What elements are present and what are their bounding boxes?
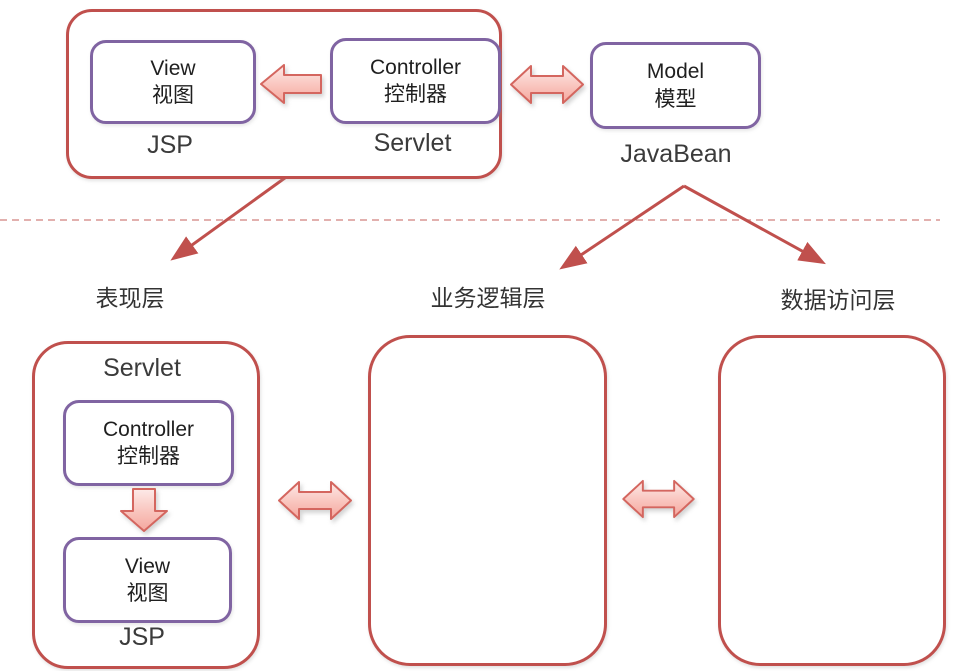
javabean-caption: JavaBean: [620, 140, 732, 168]
model-box-title: Model: [646, 60, 705, 84]
view-box: View 视图: [90, 40, 256, 124]
arrow-mvc-to-presentation-tier: [170, 173, 290, 261]
model-box: Model 模型: [590, 42, 761, 129]
controller-box-title: Controller: [369, 55, 462, 79]
presentation-tier-label: 表现层: [95, 285, 165, 311]
down-block-arrow-icon: [120, 488, 168, 532]
controller-box: Controller 控制器: [330, 38, 501, 124]
jsp-caption-bottom: JSP: [119, 623, 165, 651]
controller-box-bottom-title: Controller: [102, 417, 195, 441]
view-box-title: View: [150, 56, 196, 80]
controller-box-bottom-subtitle: 控制器: [117, 445, 180, 468]
double-arrow-bottom-left-icon: [278, 481, 352, 520]
servlet-caption-top: Servlet: [373, 129, 452, 157]
view-box-bottom-title: View: [124, 554, 171, 578]
jsp-caption-top: JSP: [147, 131, 193, 159]
view-box-bottom-subtitle: 视图: [126, 582, 169, 605]
controller-box-subtitle: 控制器: [384, 83, 447, 106]
business-tier-box: [368, 335, 607, 666]
controller-box-bottom: Controller 控制器: [63, 400, 234, 486]
view-box-bottom: View 视图: [63, 537, 232, 623]
data-access-tier-box: [718, 335, 946, 666]
view-box-subtitle: 视图: [152, 84, 194, 107]
business-tier-label: 业务逻辑层: [430, 285, 546, 311]
model-box-subtitle: 模型: [654, 87, 697, 111]
double-arrow-top-icon: [510, 65, 584, 104]
double-arrow-bottom-right-icon: [622, 479, 695, 519]
servlet-caption-bottom: Servlet: [103, 354, 181, 382]
left-block-arrow-icon: [260, 64, 322, 104]
arrow-javabean-to-data-access-tier: [683, 184, 826, 265]
arrow-javabean-to-business-tier: [559, 184, 685, 270]
data-access-tier-label: 数据访问层: [780, 287, 896, 313]
